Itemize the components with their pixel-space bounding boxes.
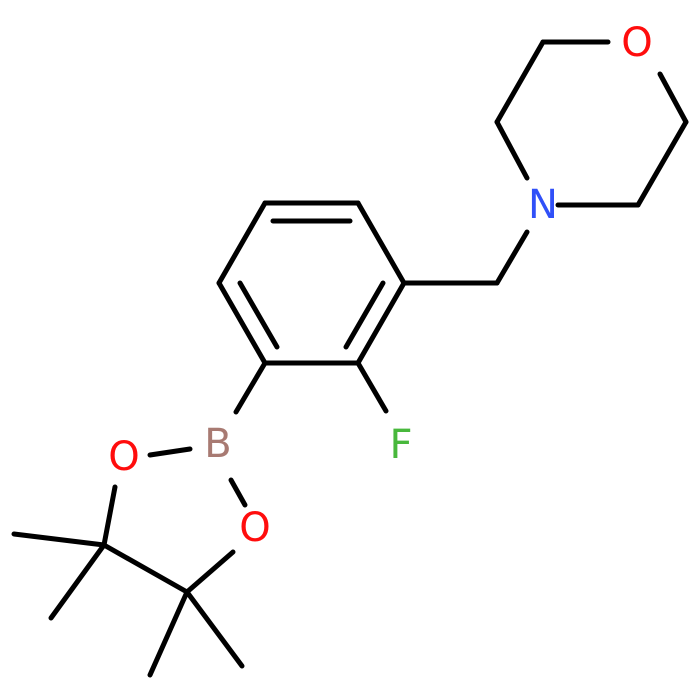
bond-c2-o2	[184, 549, 236, 595]
bond-ring-c4-c5-inner	[237, 280, 280, 350]
bond-morpholine-c2-n	[494, 119, 530, 181]
boron-label: B	[204, 421, 231, 467]
dioxaborolane-oxygen-2-label: O	[239, 505, 270, 551]
bond-methyl-4	[184, 589, 245, 669]
fluorine-label: F	[389, 422, 412, 468]
bonds	[11, 39, 689, 678]
bond-n-ch2	[494, 229, 530, 286]
bond-morpholine-c1-c2	[494, 39, 546, 125]
bond-ring-c3-c4	[216, 200, 268, 286]
bond-ring-c4-c5	[216, 280, 268, 366]
bond-b-o1	[147, 446, 193, 458]
bond-ring-c1-c2	[355, 200, 407, 286]
bond-ring-c6-c1-inner	[343, 280, 386, 350]
atom-labels: O N F B O O	[108, 20, 652, 551]
morpholine-nitrogen-label: N	[528, 182, 558, 228]
bond-methyl-1	[11, 531, 107, 548]
morpholine-oxygen-label: O	[621, 20, 652, 66]
bond-c1-c2	[101, 542, 190, 595]
bond-methyl-3	[147, 589, 190, 678]
bond-o1-c1	[101, 484, 118, 548]
bond-morpholine-c3-c4	[635, 119, 689, 208]
dioxaborolane-oxygen-1-label: O	[108, 434, 139, 480]
bond-ring-b	[233, 360, 268, 415]
bond-ring-f	[355, 360, 389, 414]
bond-morpholine-c4-o	[657, 71, 689, 125]
bond-ring-c6-c1	[355, 280, 407, 366]
bond-b-o2	[228, 477, 248, 508]
bond-methyl-2	[48, 542, 107, 621]
